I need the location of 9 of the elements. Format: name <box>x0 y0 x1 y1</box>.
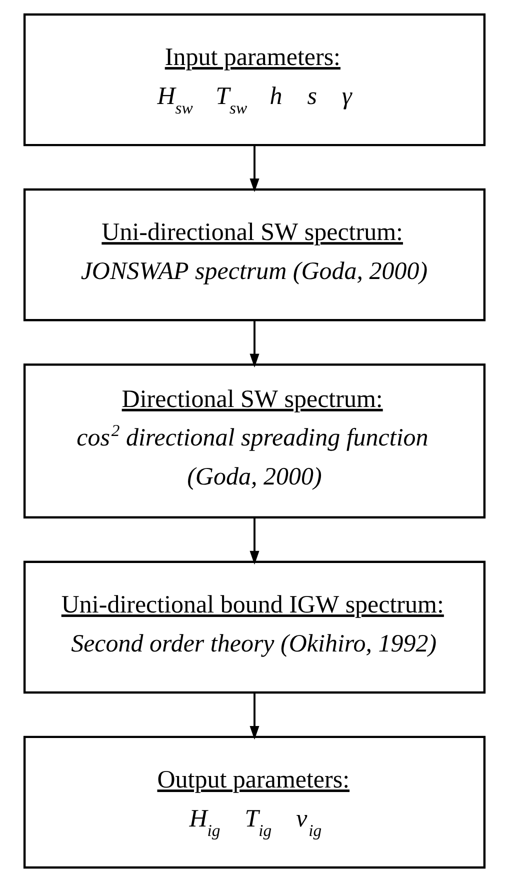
node-box: Directional SW spectrum: cos$^{2}$ directional spreading function (Goda, 2000) <box>23 363 486 519</box>
arrow <box>250 320 260 368</box>
node-box: Uni-directional SW spectrum: JONSWAP spectrum (Goda, 2000) <box>23 188 486 322</box>
arrow <box>250 692 260 740</box>
arrow <box>250 145 260 192</box>
arrow <box>250 518 260 565</box>
node-box: Input parameters: H$_{sw}$ T$_{sw}$ h s γ <box>23 13 486 146</box>
node-box: Uni-directional bound IGW spectrum: Second order theory (Okihiro, 1992) <box>23 560 486 694</box>
node-box: Output parameters: H$_{ig}$ T$_{ig}$ ν$_{ig}$ <box>23 736 486 869</box>
